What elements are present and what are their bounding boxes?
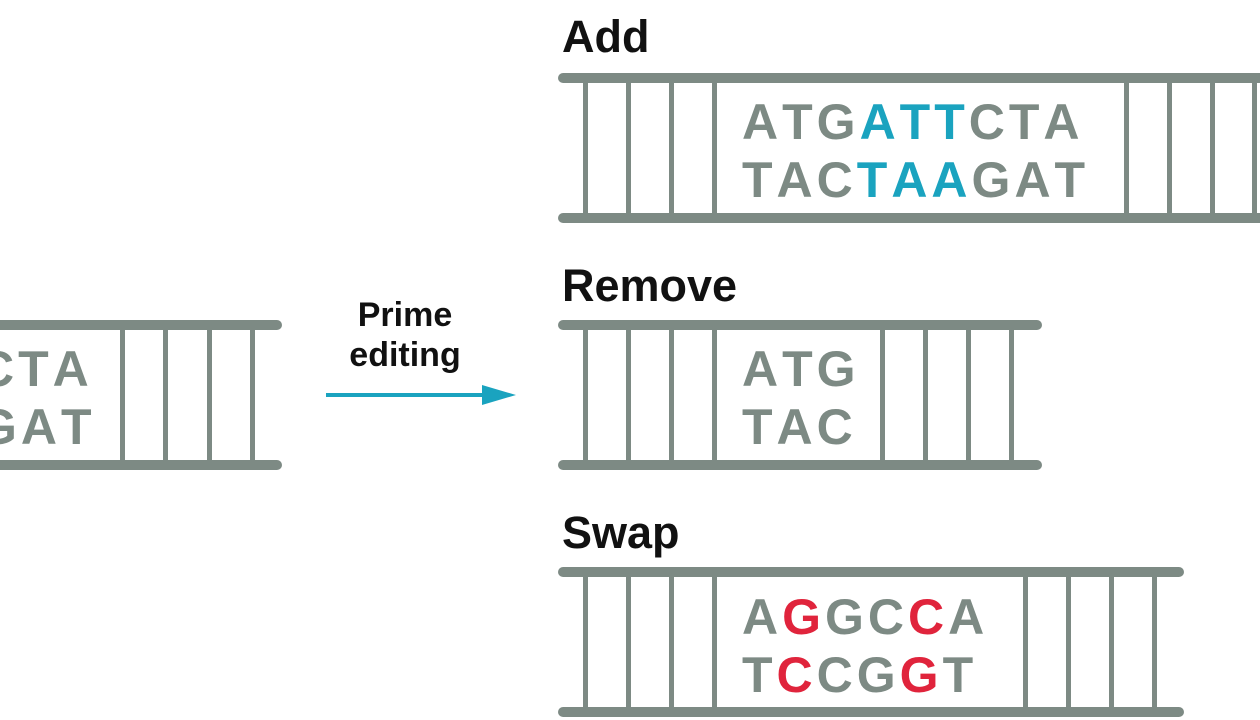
base-pair-rung (923, 326, 928, 464)
base-pair-rung (880, 326, 885, 464)
nucleotide: C (908, 589, 949, 645)
base-pair-rung (712, 79, 717, 217)
nucleotide: C (968, 94, 1009, 150)
nucleotide: G (899, 647, 943, 703)
right-arrow-icon (326, 385, 516, 405)
nucleotide: G (856, 647, 900, 703)
nucleotide: A (1014, 152, 1055, 208)
nucleotide: A (776, 152, 817, 208)
nucleotide: G (971, 152, 1015, 208)
remove-bottom-sequence: TAC (742, 398, 857, 456)
base-pair-rung (1152, 573, 1157, 709)
base-pair-rung (626, 326, 631, 464)
nucleotide: G (825, 589, 868, 645)
base-pair-rung (712, 326, 717, 464)
remove-top-sequence: ATG (742, 340, 860, 398)
nucleotide: T (1008, 94, 1044, 150)
base-pair-rung (712, 573, 717, 709)
nucleotide: C (816, 152, 857, 208)
nucleotide: T (856, 152, 892, 208)
base-pair-rung (163, 326, 168, 464)
base-pair-rung (1109, 573, 1114, 709)
base-pair-rung (120, 326, 125, 464)
base-pair-rung (1009, 326, 1014, 464)
nucleotide: C (867, 589, 909, 645)
nucleotide: G (0, 398, 21, 456)
base-pair-rung (1210, 79, 1215, 217)
nucleotide: T (742, 152, 777, 208)
original-bottom-strand (0, 460, 282, 470)
base-pair-rung (1124, 79, 1129, 217)
nucleotide: T (934, 94, 969, 150)
add-bottom-strand (558, 213, 1260, 223)
add-label: Add (562, 11, 650, 62)
nucleotide: A (891, 152, 932, 208)
original-bottom-sequence: GAT (0, 398, 96, 456)
nucleotide: C (776, 647, 817, 703)
nucleotide: C (816, 399, 857, 455)
nucleotide: T (61, 399, 96, 455)
nucleotide: T (782, 341, 817, 397)
original-top-sequence: CTA (0, 340, 93, 398)
nucleotide: C (0, 340, 18, 398)
swap-top-sequence: AGGCCA (742, 588, 988, 646)
nucleotide: T (899, 94, 935, 150)
nucleotide: A (859, 94, 900, 150)
nucleotide: A (20, 399, 62, 455)
add-top-strand (558, 73, 1260, 83)
nucleotide: T (742, 647, 777, 703)
nucleotide: C (816, 647, 857, 703)
nucleotide: T (942, 647, 978, 703)
prime-editing-label: Prime editing (320, 295, 490, 375)
base-pair-rung (669, 79, 674, 217)
nucleotide: A (1043, 94, 1084, 150)
base-pair-rung (207, 326, 212, 464)
base-pair-rung (583, 573, 588, 709)
base-pair-rung (669, 573, 674, 709)
remove-label: Remove (562, 260, 738, 311)
base-pair-rung (966, 326, 971, 464)
base-pair-rung (583, 326, 588, 464)
base-pair-rung (250, 326, 255, 464)
nucleotide: T (1054, 152, 1090, 208)
nucleotide: A (742, 589, 783, 645)
nucleotide: G (816, 94, 860, 150)
base-pair-rung (1066, 573, 1071, 709)
arrow-label-line-2: editing (349, 336, 461, 374)
base-pair-rung (669, 326, 674, 464)
add-bottom-sequence: TACTAAGAT (742, 151, 1089, 209)
remove-top-strand (558, 320, 1042, 330)
nucleotide: T (18, 341, 53, 397)
swap-bottom-sequence: TCCGGT (742, 646, 977, 704)
original-top-strand (0, 320, 282, 330)
swap-top-strand (558, 567, 1184, 577)
nucleotide: A (742, 341, 783, 397)
nucleotide: A (931, 152, 972, 208)
base-pair-rung (1023, 573, 1028, 709)
arrow-label-line-1: Prime (357, 296, 453, 334)
nucleotide: A (52, 341, 93, 397)
add-top-sequence: ATGATTCTA (742, 93, 1084, 151)
base-pair-rung (1167, 79, 1172, 217)
base-pair-rung (1252, 79, 1257, 217)
nucleotide: T (742, 399, 777, 455)
nucleotide: G (816, 341, 860, 397)
remove-bottom-strand (558, 460, 1042, 470)
nucleotide: T (782, 94, 817, 150)
nucleotide: A (776, 399, 817, 455)
swap-bottom-strand (558, 707, 1184, 717)
nucleotide: A (742, 94, 783, 150)
nucleotide: A (948, 589, 989, 645)
swap-label: Swap (562, 507, 680, 558)
base-pair-rung (583, 79, 588, 217)
base-pair-rung (626, 573, 631, 709)
nucleotide: G (782, 589, 826, 645)
base-pair-rung (626, 79, 631, 217)
